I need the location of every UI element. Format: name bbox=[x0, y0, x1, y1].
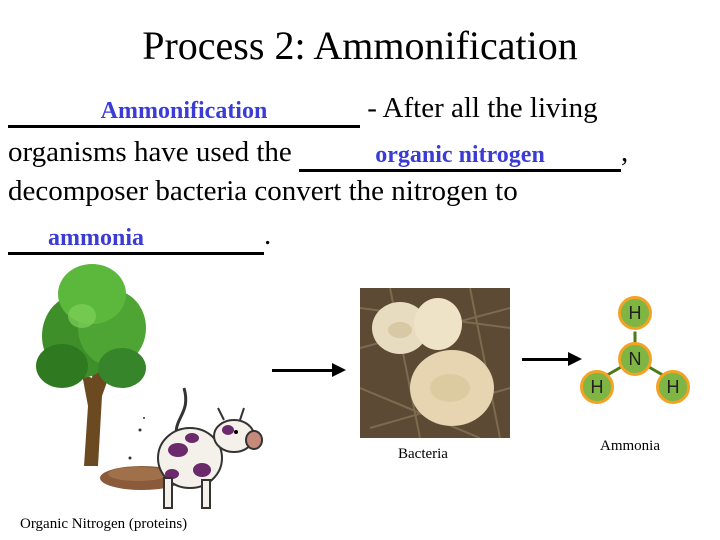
bacteria-photo bbox=[360, 288, 510, 438]
text-line-4: ammonia. bbox=[8, 219, 271, 255]
line2-text: organisms have used the bbox=[8, 136, 300, 168]
cow-illustration bbox=[128, 387, 263, 509]
slide-title: Process 2: Ammonification bbox=[142, 23, 578, 68]
text-line-1: Ammonification - After all the living bbox=[8, 92, 598, 128]
arrow-2-head bbox=[568, 352, 582, 366]
line1-rest: - After all the living bbox=[360, 92, 598, 124]
atom-hydrogen-left: H bbox=[580, 370, 614, 404]
atom-hydrogen-right: H bbox=[656, 370, 690, 404]
answer-ammonia: ammonia bbox=[48, 225, 144, 251]
answer-ammonification: Ammonification bbox=[100, 98, 268, 124]
arrow-1-head bbox=[332, 363, 346, 377]
line2-end: , bbox=[621, 136, 629, 168]
arrow-1-line bbox=[272, 369, 334, 372]
blank-organic-nitrogen: organic nitrogen bbox=[299, 136, 622, 172]
line4-end: . bbox=[264, 219, 272, 251]
atom-nitrogen: N bbox=[618, 342, 652, 376]
answer-organic-nitrogen: organic nitrogen bbox=[375, 142, 545, 168]
blank-ammonia: ammonia bbox=[8, 219, 264, 255]
arrow-2-line bbox=[522, 358, 570, 361]
tree-illustration bbox=[36, 264, 146, 466]
caption-organic-nitrogen: Organic Nitrogen (proteins) bbox=[20, 516, 188, 532]
caption-bacteria: Bacteria bbox=[398, 446, 448, 462]
text-line-2: organisms have used the organic nitrogen… bbox=[8, 136, 628, 172]
text-line-3: decomposer bacteria convert the nitrogen… bbox=[8, 175, 518, 207]
atom-hydrogen-top: H bbox=[618, 296, 652, 330]
blank-ammonification: Ammonification bbox=[8, 92, 360, 128]
caption-ammonia: Ammonia bbox=[600, 438, 660, 454]
